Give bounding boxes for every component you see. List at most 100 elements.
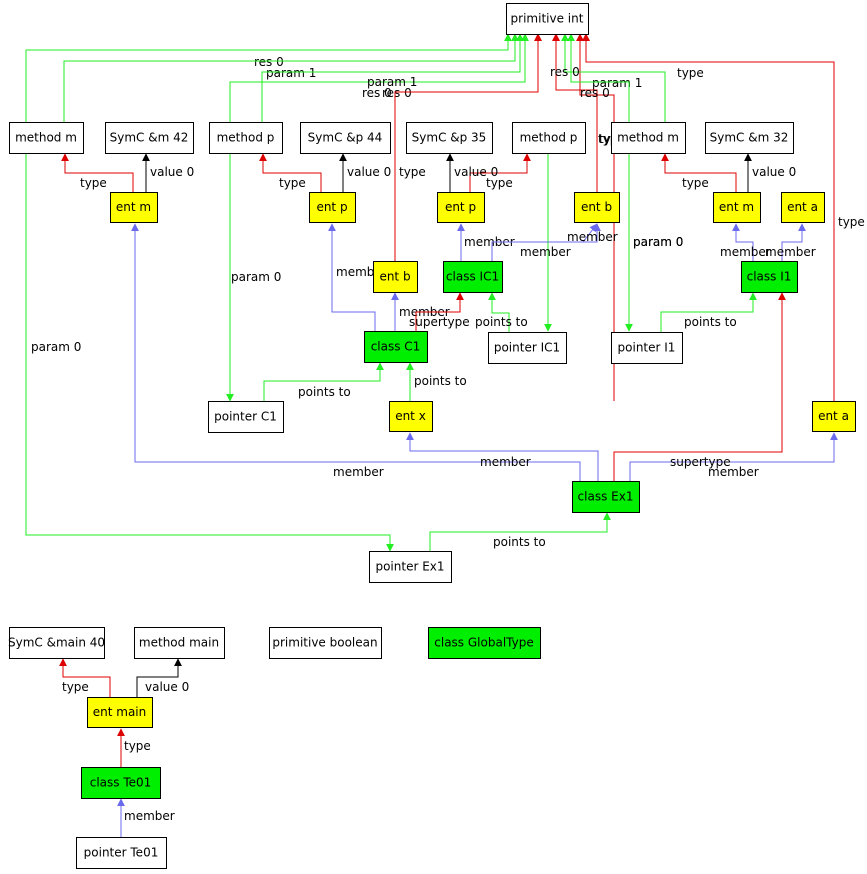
node-primint[interactable]: primitive int: [506, 3, 589, 35]
node-label: ent m: [116, 200, 151, 214]
node-label: ent p: [445, 200, 476, 214]
node-entx[interactable]: ent x: [389, 401, 433, 432]
node-ptrC1[interactable]: pointer C1: [208, 401, 284, 433]
edge-label: member: [520, 245, 571, 259]
edge-type: type: [661, 153, 737, 192]
node-mm2[interactable]: method m: [611, 122, 686, 154]
node-classC1[interactable]: class C1: [364, 331, 428, 363]
node-enta1[interactable]: ent a: [781, 192, 825, 223]
node-label: SymC &p 44: [308, 131, 383, 145]
edge-line: [415, 292, 464, 331]
node-entmain[interactable]: ent main: [87, 697, 153, 728]
node-box: [428, 627, 541, 659]
edge-line: [781, 223, 806, 261]
edge-label: member: [765, 245, 816, 259]
node-label: pointer Te01: [84, 846, 159, 860]
edge-type: type: [117, 728, 151, 767]
node-ptrTe01[interactable]: pointer Te01: [76, 837, 167, 869]
edge-label: type: [677, 66, 704, 80]
node-box: [741, 261, 798, 293]
edge-line: [613, 292, 786, 481]
edge-line: [263, 362, 384, 401]
edge-line: [491, 223, 601, 261]
node-mp2[interactable]: method p: [512, 122, 586, 154]
node-ptrEx1[interactable]: pointer Ex1: [369, 551, 452, 583]
node-box: [208, 401, 284, 433]
node-box: [110, 192, 158, 223]
node-box: [506, 3, 589, 35]
node-symm42[interactable]: SymC &m 42: [105, 122, 194, 154]
edge-label: value 0: [145, 680, 189, 694]
edge-line: [131, 223, 581, 481]
edge-line: [261, 33, 524, 122]
edge-label: points to: [684, 315, 737, 329]
node-box: [369, 551, 452, 583]
node-symp44[interactable]: SymC &p 44: [300, 122, 391, 154]
node-mp1[interactable]: method p: [209, 122, 283, 154]
node-entp2[interactable]: ent p: [437, 192, 485, 223]
edge-member: member: [567, 223, 618, 244]
edge-param: param 1: [63, 33, 519, 122]
node-entp1[interactable]: ent p: [309, 192, 356, 223]
node-classIC1[interactable]: class IC1: [443, 261, 503, 293]
edge-param: param 0: [625, 154, 683, 332]
edge-line: [732, 223, 754, 261]
edge-points-to: points to: [263, 362, 384, 401]
node-label: method m: [15, 131, 77, 145]
edge-value: value 0: [339, 153, 391, 192]
node-entm2[interactable]: ent m: [713, 192, 761, 223]
edge-label: param 0: [633, 235, 683, 249]
edge-line: [561, 33, 666, 122]
edge-line: [25, 154, 394, 552]
node-symp35[interactable]: SymC &p 35: [406, 122, 493, 154]
node-mm1[interactable]: method m: [9, 122, 84, 154]
edge-line: [552, 33, 598, 192]
node-box: [437, 192, 485, 223]
node-classI1[interactable]: class I1: [741, 261, 798, 293]
edge-type: res 0: [552, 33, 610, 192]
edge-label: value 0: [347, 165, 391, 179]
node-box: [9, 122, 84, 154]
node-ptrIC1[interactable]: pointer IC1: [488, 332, 567, 364]
edge-line: [469, 153, 531, 192]
node-box: [87, 697, 153, 728]
node-box: [713, 192, 761, 223]
edge-label: type: [838, 215, 865, 229]
edge-supertype: supertype: [613, 292, 786, 481]
edge-param: param 0: [226, 154, 281, 402]
node-classTe01[interactable]: class Te01: [81, 767, 161, 799]
edge-line: [429, 512, 611, 551]
node-entm1[interactable]: ent m: [110, 192, 158, 223]
node-label: ent x: [395, 409, 426, 423]
edge-value: value 0: [744, 153, 796, 192]
edge-label: res 0: [254, 55, 284, 69]
edge-member: member: [131, 223, 581, 481]
node-box: [309, 192, 356, 223]
node-box: [105, 122, 194, 154]
node-entb1[interactable]: ent b: [373, 261, 418, 293]
node-label: ent p: [316, 200, 347, 214]
edge-label: type: [399, 165, 426, 179]
node-box: [512, 122, 586, 154]
node-mmain[interactable]: method main: [134, 627, 225, 659]
edge-type: type: [469, 153, 531, 192]
edge-line: [406, 432, 599, 481]
node-enta2[interactable]: ent a: [812, 401, 856, 432]
node-ptrI1[interactable]: pointer I1: [611, 332, 683, 364]
edge-supertype: supertype: [409, 292, 470, 331]
nodes-layer: primitive int method m SymC &m 42 method p S…: [8, 3, 856, 869]
node-globaltype[interactable]: class GlobalType: [428, 627, 541, 659]
node-symm32[interactable]: SymC &m 32: [705, 122, 794, 154]
node-classEx1[interactable]: class Ex1: [572, 481, 640, 513]
node-label: method p: [520, 131, 578, 145]
edge-value: value 0: [142, 153, 194, 192]
node-symmain[interactable]: SymC &main 40: [8, 627, 105, 659]
edge-points-to: points to: [660, 292, 757, 332]
edge-points-to: points to: [475, 292, 528, 332]
node-box: [611, 122, 686, 154]
node-entb2[interactable]: ent b: [574, 192, 620, 223]
node-box: [705, 122, 794, 154]
edge-label: param 0: [633, 235, 683, 249]
node-label: SymC &main 40: [8, 636, 105, 650]
node-primbool[interactable]: primitive boolean: [269, 627, 382, 659]
